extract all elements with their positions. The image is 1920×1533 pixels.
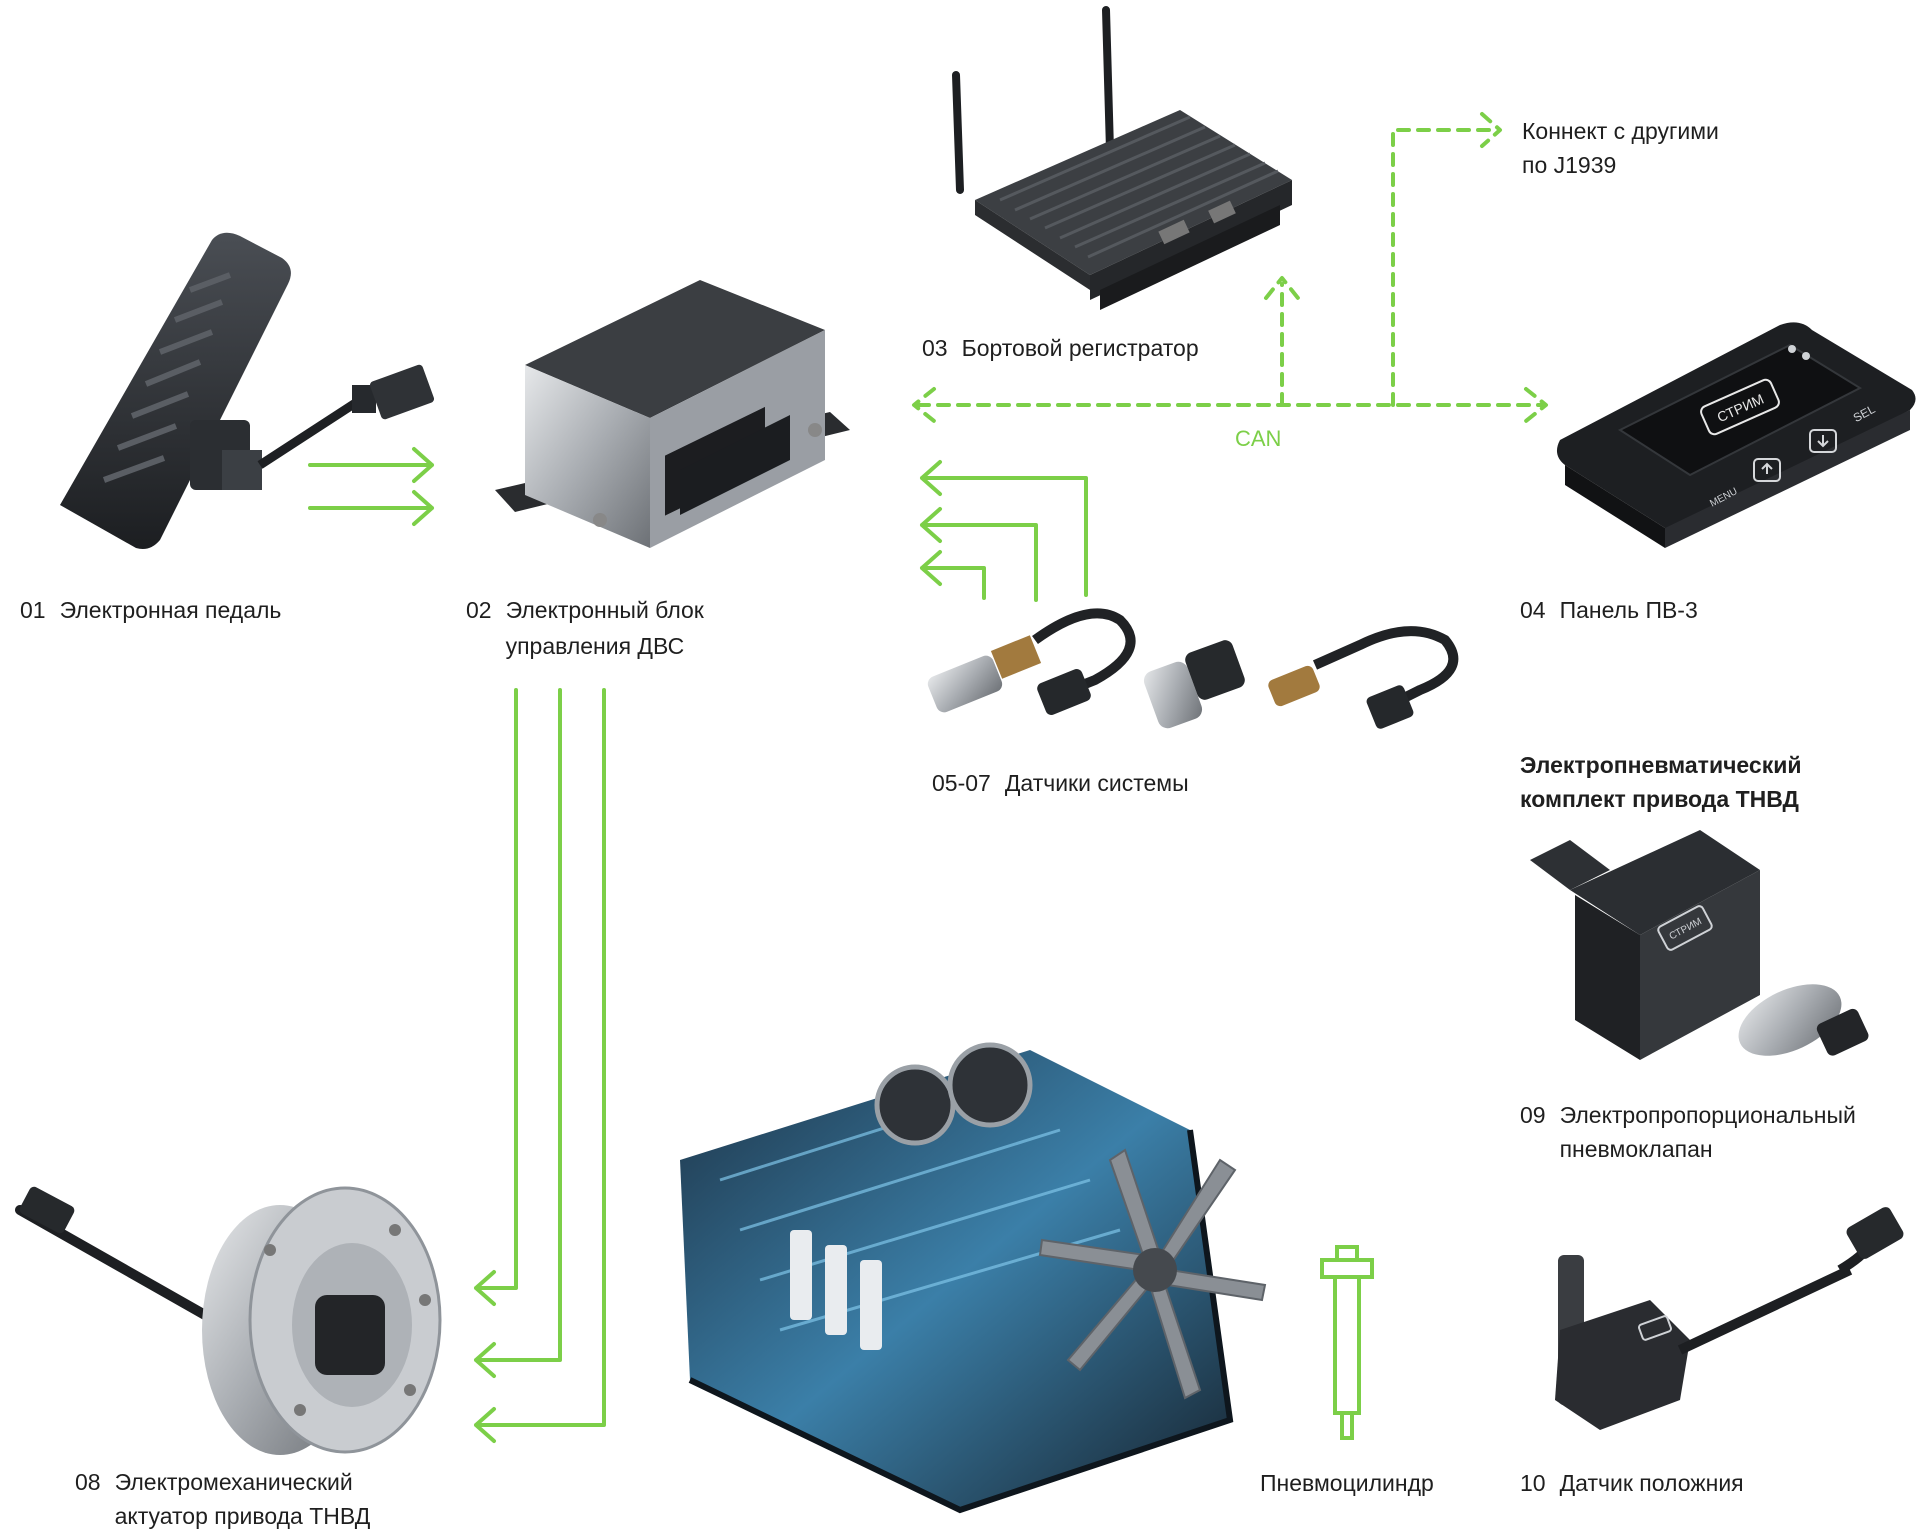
- ecu-image: [495, 280, 850, 548]
- component-name-line1: Электронный блок: [505, 597, 704, 623]
- component-number: 08: [75, 1469, 101, 1495]
- component-number: 02: [466, 597, 492, 623]
- label-pneumatic-cylinder: Пневмоцилиндр: [1260, 1465, 1434, 1501]
- engine-image: [680, 1042, 1267, 1514]
- connect-line2: по J1939: [1522, 152, 1617, 178]
- component-name: Датчик положния: [1559, 1470, 1744, 1496]
- component-name-line2: пневмоклапан: [1559, 1136, 1713, 1162]
- component-number: 03: [922, 335, 948, 361]
- label-j1939-connect: Коннект с другими по J1939: [1522, 114, 1719, 182]
- position-sensor-image: [1555, 1207, 1904, 1430]
- component-name-line2: управления ДВС: [505, 633, 685, 659]
- component-name: Электронная педаль: [59, 597, 282, 623]
- label-ecu: 02 Электронный блок управления ДВС: [466, 592, 704, 664]
- pedal-to-ecu-arrows: [308, 447, 434, 526]
- label-electronic-pedal: 01 Электронная педаль: [20, 592, 281, 628]
- label-proportional-valve: 09 Электропропорциональный пневмоклапан: [1520, 1098, 1856, 1166]
- onboard-registrar-image: [952, 6, 1292, 310]
- component-number: 09: [1520, 1102, 1546, 1128]
- component-name: Панель ПВ-3: [1559, 597, 1698, 623]
- kit-title: Электропневматический комплект привода ТН…: [1520, 748, 1802, 816]
- electronic-pedal-image: [60, 232, 435, 550]
- up-arrow-icon: [1753, 458, 1781, 482]
- ecu-to-actuator-arrows: [474, 688, 606, 1443]
- component-name: Датчики системы: [1004, 770, 1189, 796]
- down-arrow-icon: [1809, 429, 1837, 453]
- label-onboard-registrar: 03 Бортовой регистратор: [922, 330, 1199, 366]
- kit-title-line2: комплект привода ТНВД: [1520, 786, 1799, 812]
- component-name-line1: Электромеханический: [114, 1469, 353, 1495]
- component-number: 05-07: [932, 770, 991, 796]
- component-number: 04: [1520, 597, 1546, 623]
- label-system-sensors: 05-07 Датчики системы: [932, 765, 1189, 801]
- component-number: 01: [20, 597, 46, 623]
- system-sensors-image: [927, 608, 1459, 729]
- cylinder-name: Пневмоцилиндр: [1260, 1470, 1434, 1496]
- component-number: 10: [1520, 1470, 1546, 1496]
- connect-line1: Коннект с другими: [1522, 118, 1719, 144]
- can-bus-lines: [912, 112, 1548, 423]
- label-position-sensor: 10 Датчик положния: [1520, 1465, 1744, 1501]
- label-electromechanical-actuator: 08 Электромеханический актуатор привода ТН…: [75, 1465, 370, 1533]
- label-panel-pv3: 04 Панель ПВ-3: [1520, 592, 1698, 628]
- sensors-to-ecu-arrows: [920, 460, 1088, 602]
- proportional-valve-image: СТРИМ: [1530, 830, 1869, 1060]
- connection-lines: [308, 112, 1548, 1443]
- electromechanical-actuator-image: [15, 1186, 442, 1455]
- component-name-line1: Электропропорциональный: [1559, 1102, 1856, 1128]
- panel-pv3-image: СТРИМ MENU SEL: [1556, 322, 1916, 548]
- component-name-line2: актуатор привода ТНВД: [114, 1503, 371, 1529]
- kit-title-line1: Электропневматический: [1520, 752, 1802, 778]
- component-name: Бортовой регистратор: [961, 335, 1199, 361]
- pneumatic-cylinder-icon: [1320, 1245, 1374, 1440]
- can-bus-label: CAN: [1235, 426, 1281, 451]
